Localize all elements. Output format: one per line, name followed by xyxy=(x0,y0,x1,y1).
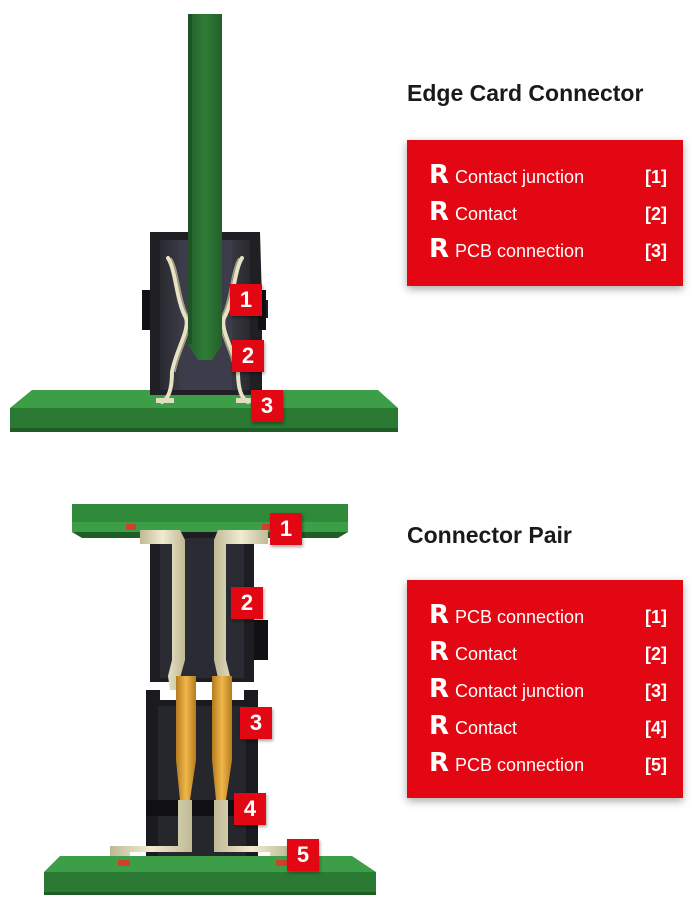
r-bullet-icon: R xyxy=(429,234,450,264)
r-bullet-icon: R xyxy=(429,197,450,227)
connector-pair-solder-dots xyxy=(118,524,288,866)
section-title-connector-pair: Connector Pair xyxy=(407,522,572,548)
section-title-edge-card-connector: Edge Card Connector xyxy=(407,80,644,106)
legend-row: R Contact junction [3] xyxy=(429,674,667,704)
legend-label: PCB connection xyxy=(455,241,585,261)
legend-label: Contact junction xyxy=(455,167,585,187)
legend-ref: [2] xyxy=(645,644,667,664)
r-bullet-icon: R xyxy=(429,711,450,741)
legend-ref: [1] xyxy=(645,607,667,627)
edge-connector-solder-pads xyxy=(156,398,254,403)
edge-card-blade xyxy=(188,14,222,360)
legend-box-edge-card-connector: R Contact junction [1] R Contact [2] R P… xyxy=(407,140,683,286)
callout-marker-3[interactable]: 3 xyxy=(251,390,283,422)
legend-box-connector-pair: R PCB connection [1] R Contact [2] R Con… xyxy=(407,580,683,798)
callout-marker-1[interactable]: 1 xyxy=(270,513,302,545)
callout-marker-3[interactable]: 3 xyxy=(240,707,272,739)
legend-label: Contact xyxy=(455,718,518,738)
r-bullet-icon: R xyxy=(429,674,450,704)
callout-marker-2[interactable]: 2 xyxy=(231,587,263,619)
connector-pair-gold-contacts[interactable] xyxy=(176,676,232,800)
legend-label: Contact junction xyxy=(455,681,585,701)
legend-row: R Contact junction [1] xyxy=(429,160,667,190)
legend-ref: [1] xyxy=(645,167,667,187)
callout-marker-2[interactable]: 2 xyxy=(232,340,264,372)
legend-label: PCB connection xyxy=(455,607,585,627)
legend-row: R Contact [2] xyxy=(429,637,667,667)
edge-card-connector-illustration xyxy=(10,14,398,432)
r-bullet-icon: R xyxy=(429,600,450,630)
callout-marker-4[interactable]: 4 xyxy=(234,793,266,825)
legend-row: R Contact [2] xyxy=(429,197,667,227)
connector-pair-illustration xyxy=(44,504,376,895)
connector-pair-lower-contacts xyxy=(110,800,290,862)
legend-ref: [3] xyxy=(645,681,667,701)
legend-label: PCB connection xyxy=(455,755,585,775)
connector-pair-upper-contacts[interactable] xyxy=(140,530,268,690)
edge-connector-contacts xyxy=(160,256,250,404)
legend-label: Contact xyxy=(455,204,518,224)
legend-label: Contact xyxy=(455,644,518,664)
pcb-board-top-section xyxy=(10,390,398,432)
legend-row: R PCB connection [5] xyxy=(429,748,667,778)
callout-marker-5[interactable]: 5 xyxy=(287,839,319,871)
legend-ref: [5] xyxy=(645,755,667,775)
pcb-board-lower xyxy=(44,856,376,895)
legend-row: R Contact [4] xyxy=(429,711,667,741)
legend-ref: [4] xyxy=(645,718,667,738)
legend-ref: [2] xyxy=(645,204,667,224)
legend-ref: [3] xyxy=(645,241,667,261)
r-bullet-icon: R xyxy=(429,637,450,667)
legend-row: R PCB connection [1] xyxy=(429,600,667,630)
callout-marker-1[interactable]: 1 xyxy=(230,284,262,316)
r-bullet-icon: R xyxy=(429,748,450,778)
r-bullet-icon: R xyxy=(429,160,450,190)
legend-row: R PCB connection [3] xyxy=(429,234,667,264)
